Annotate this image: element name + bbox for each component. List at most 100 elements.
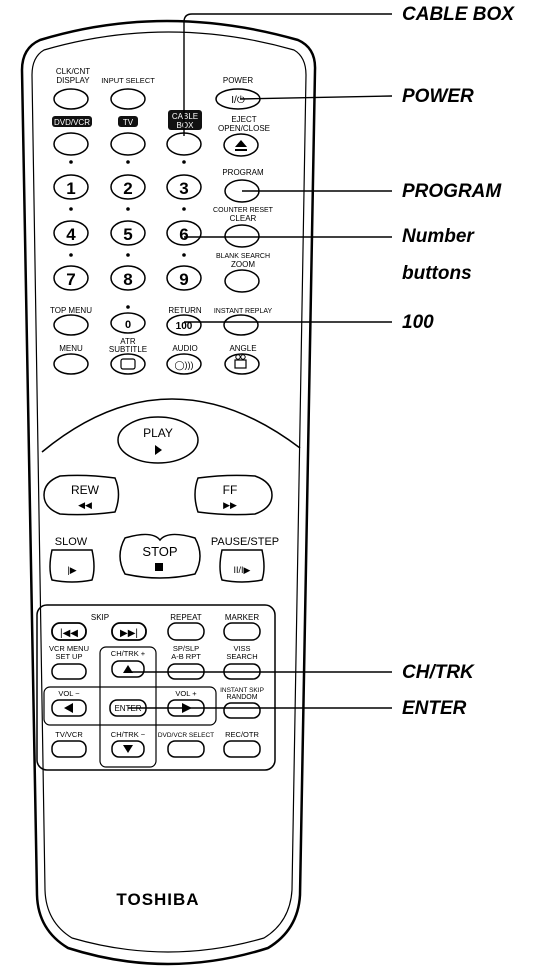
clk-cnt-display-button[interactable] — [53, 88, 89, 110]
dot-6 — [182, 207, 186, 211]
zoom-button[interactable] — [224, 269, 260, 293]
instant-skip-label: INSTANT SKIP — [220, 687, 264, 694]
marker-button[interactable] — [223, 622, 261, 641]
dot-7 — [69, 253, 73, 257]
search-label: SEARCH — [226, 652, 257, 661]
dot-9 — [182, 253, 186, 257]
rew-button[interactable] — [43, 474, 120, 516]
dvd-vcr-select-label: DVD/VCR SELECT — [158, 732, 214, 739]
ff-button[interactable] — [194, 474, 273, 516]
sp-slp-label: SP/SLP — [173, 644, 199, 653]
callout-enter: ENTER — [402, 698, 467, 719]
number-9-button[interactable] — [166, 265, 202, 291]
number-7-button[interactable] — [53, 265, 89, 291]
stop-icon — [155, 563, 163, 571]
number-1-button[interactable] — [53, 174, 89, 200]
instant-skip-button[interactable] — [223, 702, 261, 719]
return-100-button[interactable] — [166, 314, 202, 336]
repeat-label: REPEAT — [170, 613, 202, 622]
tv-vcr-button[interactable] — [51, 740, 87, 758]
dot-0 — [126, 305, 130, 309]
number-3-label: 3 — [179, 179, 188, 198]
number-5-button[interactable] — [110, 220, 146, 246]
zoom-label: ZOOM — [231, 260, 255, 269]
angle-camera-icon — [234, 359, 247, 369]
up-arrow-icon — [123, 665, 133, 673]
slow-button[interactable] — [49, 549, 95, 583]
top-menu-label: TOP MENU — [50, 306, 92, 315]
subtitle-icon — [120, 358, 136, 370]
instant-replay-label: INSTANT REPLAY — [214, 308, 273, 315]
eject-label: EJECT — [231, 115, 256, 124]
tv-vcr-label: TV/VCR — [55, 730, 83, 739]
number-0-button[interactable] — [110, 312, 146, 334]
number-8-button[interactable] — [110, 265, 146, 291]
blank-search-label: BLANK SEARCH — [216, 253, 270, 260]
clear-button[interactable] — [224, 224, 260, 248]
rew-icon: ◀◀ — [78, 500, 92, 510]
cable-box-button[interactable] — [166, 132, 202, 156]
stop-label: STOP — [142, 544, 177, 559]
number-6-button[interactable] — [166, 220, 202, 246]
input-select-button[interactable] — [110, 88, 146, 110]
instant-replay-button[interactable] — [223, 314, 259, 336]
dvd-vcr-button[interactable] — [53, 132, 89, 156]
number-0-label: 0 — [125, 319, 131, 331]
number-2-label: 2 — [123, 179, 132, 198]
play-icon — [155, 445, 162, 455]
power-label-small: POWER — [223, 76, 253, 85]
skip-back-button[interactable] — [51, 622, 87, 641]
number-7-label: 7 — [66, 270, 75, 289]
vcr-menu-button[interactable] — [51, 663, 87, 680]
callout-number: Number — [402, 226, 474, 247]
marker-label: MARKER — [225, 613, 259, 622]
number-1-label: 1 — [66, 179, 75, 198]
audio-label: AUDIO — [172, 344, 197, 353]
rec-otr-button[interactable] — [223, 740, 261, 758]
cable-label: CABLE — [172, 112, 198, 121]
audio-icon: ◯))) — [174, 360, 193, 371]
clear-label: CLEAR — [230, 214, 257, 223]
clk-cnt-label: CLK/CNT — [56, 67, 90, 76]
ff-icon: ▶▶ — [223, 500, 237, 510]
eject-icon-bar — [235, 149, 247, 151]
eject-icon — [235, 140, 247, 147]
top-menu-button[interactable] — [53, 314, 89, 336]
skip-label: SKIP — [91, 613, 109, 622]
menu-button[interactable] — [53, 353, 89, 375]
pause-step-label: PAUSE/STEP — [211, 536, 279, 548]
open-close-label: OPEN/CLOSE — [218, 124, 270, 133]
dvd-vcr-select-button[interactable] — [167, 740, 205, 758]
angle-button[interactable] — [224, 353, 260, 375]
tv-button[interactable] — [110, 132, 146, 156]
number-5-label: 5 — [123, 225, 132, 244]
skip-forward-button[interactable] — [111, 622, 147, 641]
callout-program: PROGRAM — [402, 181, 502, 202]
angle-camera-lens-2 — [240, 354, 246, 360]
program-label-small: PROGRAM — [222, 168, 264, 177]
input-select-label: INPUT SELECT — [101, 76, 155, 85]
down-arrow-icon — [123, 745, 133, 753]
play-button[interactable] — [117, 416, 199, 464]
viss-label: VISS — [233, 644, 250, 653]
subtitle-button[interactable] — [110, 353, 146, 375]
nav-cluster-border — [99, 646, 157, 768]
pause-step-button[interactable] — [219, 549, 265, 583]
number-3-button[interactable] — [166, 174, 202, 200]
menu-label: MENU — [59, 344, 83, 353]
skip-forward-icon: ▶▶| — [120, 628, 138, 639]
ff-label: FF — [223, 483, 238, 497]
ch-trk-plus-label: CH/TRK + — [111, 649, 146, 658]
stop-button[interactable] — [119, 533, 201, 579]
number-9-label: 9 — [179, 270, 188, 289]
random-label: RANDOM — [226, 694, 257, 701]
number-4-button[interactable] — [53, 220, 89, 246]
transport-arc — [41, 398, 301, 453]
repeat-button[interactable] — [167, 622, 205, 641]
number-2-button[interactable] — [110, 174, 146, 200]
audio-button[interactable] — [166, 353, 202, 375]
callout-ch-trk: CH/TRK — [402, 662, 474, 683]
dot-1 — [69, 160, 73, 164]
angle-camera-lens — [235, 354, 241, 360]
